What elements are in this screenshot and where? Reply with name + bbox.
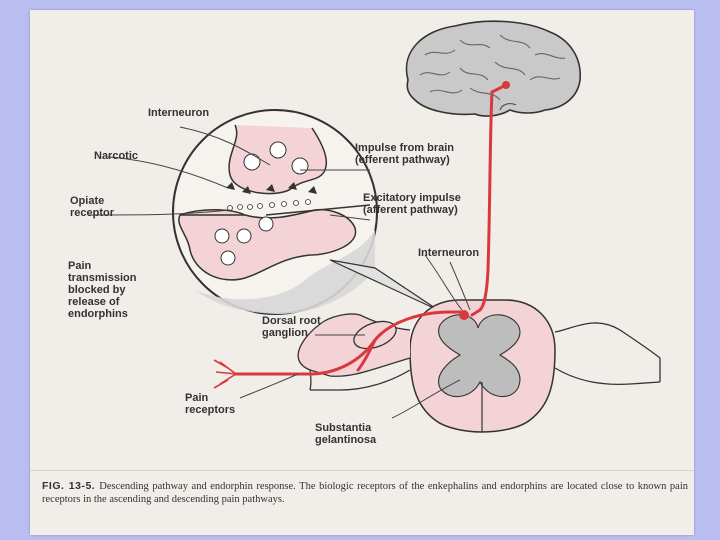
substantia-gelatinosa-label: Substantia gelantinosa: [315, 422, 377, 446]
figure-caption: FIG. 13-5.Descending pathway and endorph…: [42, 480, 688, 506]
impulse-from-brain-label: Impulse from brain (efferent pathway): [355, 142, 455, 166]
spinal-cord: [297, 299, 661, 433]
dorsal-root-ganglion-label: Dorsal root ganglion: [262, 315, 321, 339]
interneuron-synapse-dot: [459, 310, 469, 320]
figure-number: FIG. 13-5.: [42, 480, 96, 492]
pain-pathways: [234, 83, 508, 376]
opiate-receptor-label: Opiate receptor: [70, 195, 115, 219]
leader-lines: [87, 126, 471, 419]
pain-receptor-endings: [213, 359, 237, 389]
pain-blocked-label: Pain transmission blocked by release of …: [68, 260, 137, 320]
figure-page: Interneuron Narcotic Opiate receptor Pai…: [30, 10, 694, 535]
synapse-magnified-view: [172, 109, 378, 315]
brain: [405, 20, 581, 117]
descending-pathway-diagram: [87, 20, 661, 433]
pain-receptors-label: Pain receptors: [185, 392, 236, 416]
caption-text: Descending pathway and endorphin respons…: [42, 481, 689, 505]
zoom-callout: [329, 259, 439, 311]
caption-divider: [30, 470, 694, 471]
excitatory-impulse-label: Excitatory impulse (afferent pathway): [363, 192, 461, 216]
interneuron-right-label: Interneuron: [418, 247, 480, 259]
interneuron-top-label: Interneuron: [148, 107, 210, 119]
narcotic-label: Narcotic: [94, 150, 139, 162]
